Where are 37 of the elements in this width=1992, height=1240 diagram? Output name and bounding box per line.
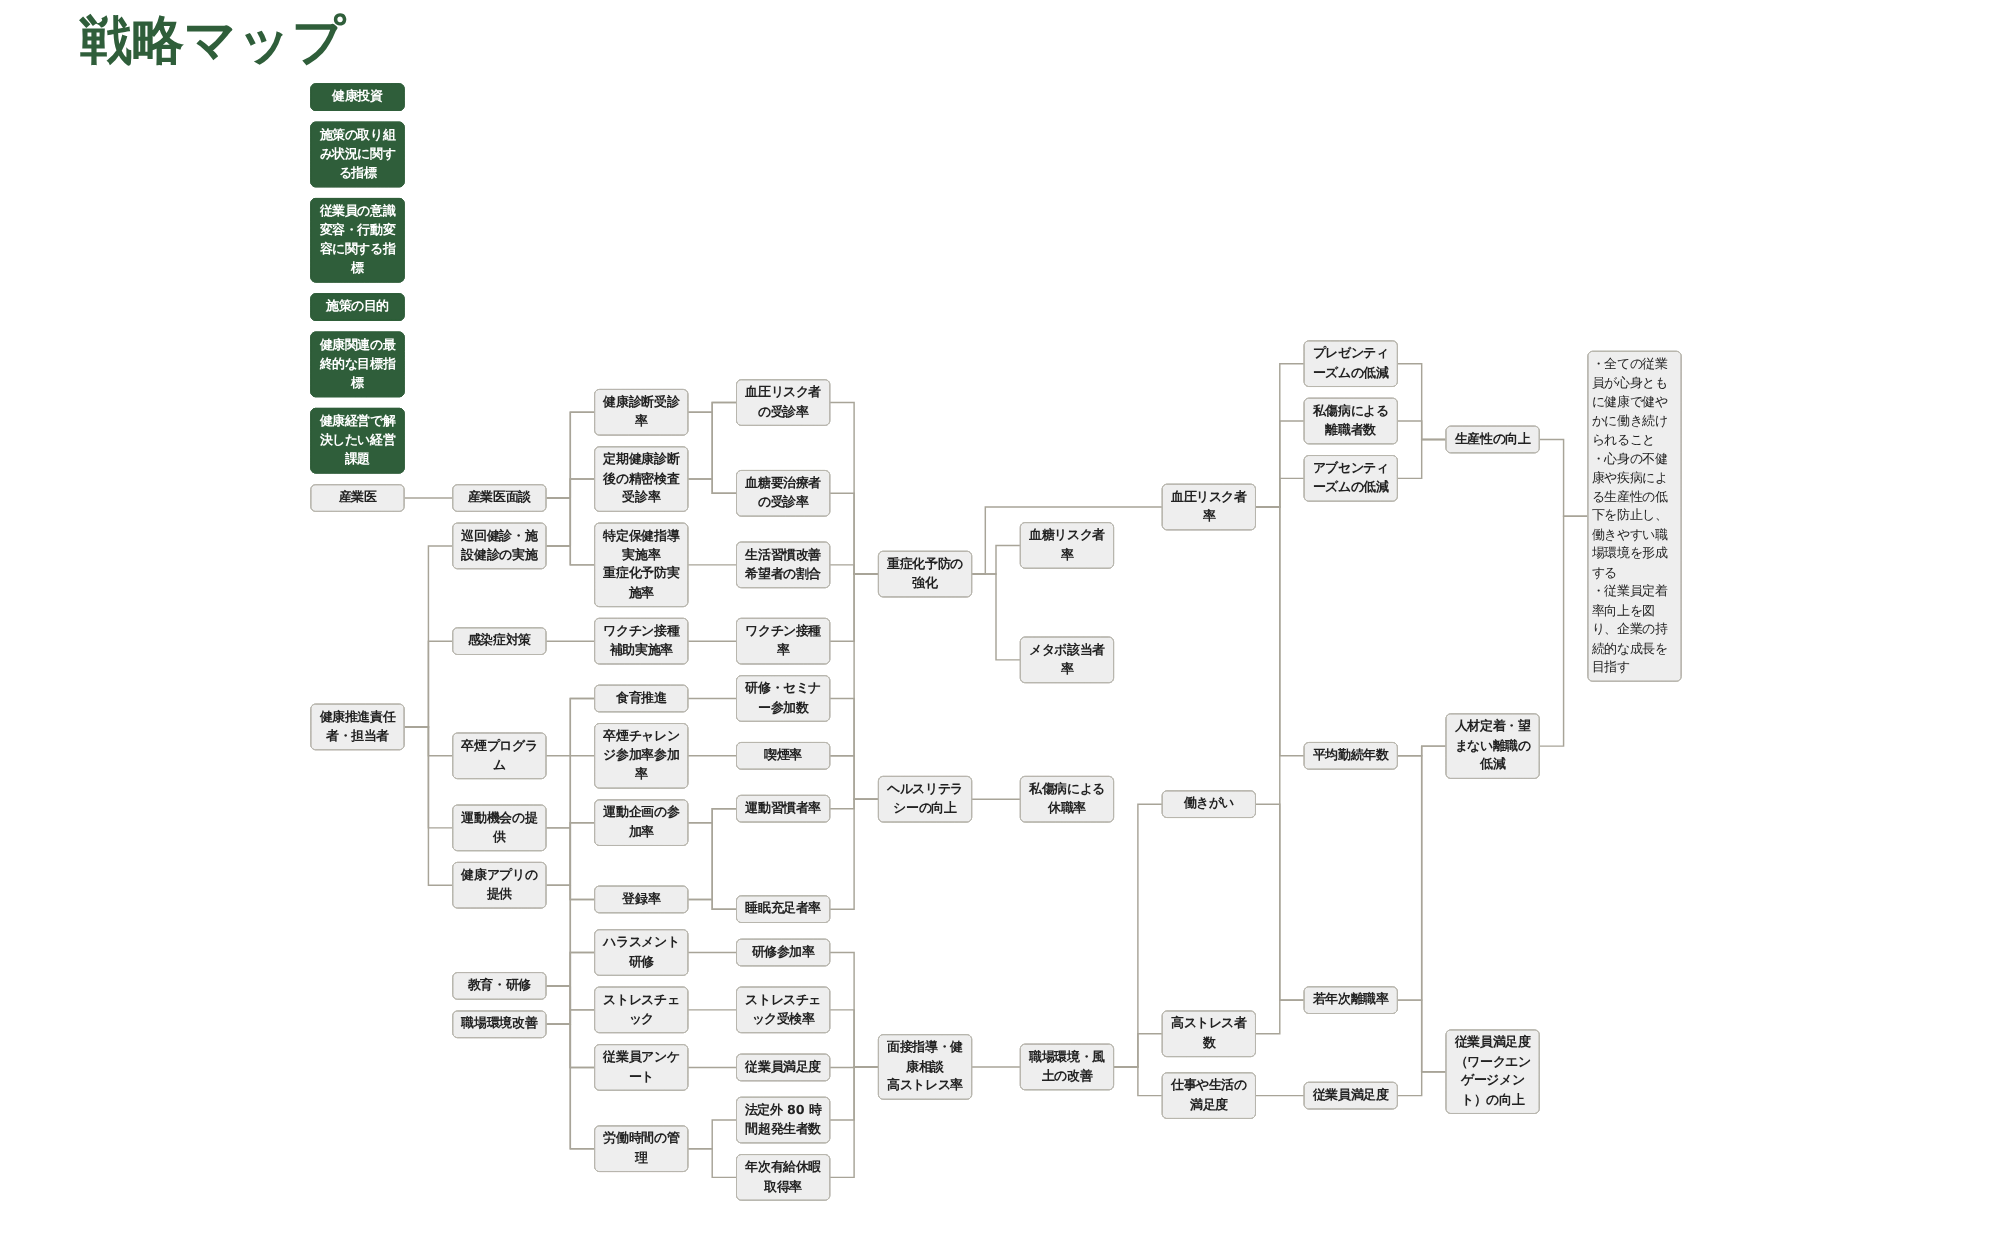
diagram-title: 戦略マップ [80,10,346,76]
connector [829,1066,880,1179]
connector [687,564,738,566]
connector [687,951,738,954]
connector [687,640,738,642]
connector [545,755,596,757]
connector [687,1066,738,1069]
connector [545,827,596,901]
connector [829,573,880,757]
connector [970,1066,1022,1068]
connector [1396,1070,1447,1097]
connector [687,755,738,757]
connector [1254,999,1305,1035]
connector [687,1009,738,1011]
connector [970,573,1022,661]
connector [1254,506,1305,1001]
connector [403,497,454,499]
connector [1112,803,1163,1068]
connector [1396,438,1447,480]
connector [1538,515,1589,747]
connector [687,821,738,910]
connector [545,640,596,642]
connector [545,497,596,566]
connector [545,985,596,1150]
connector [545,1023,596,1150]
connector [687,1148,738,1179]
connector [829,798,880,910]
connector [545,884,596,901]
connector [687,478,738,495]
connector [1112,1033,1163,1068]
connector [970,798,1022,800]
connector [403,726,454,886]
connector [545,545,596,566]
connector [687,411,738,495]
connector [1254,1094,1305,1097]
connector [687,697,738,700]
connector [687,898,738,910]
